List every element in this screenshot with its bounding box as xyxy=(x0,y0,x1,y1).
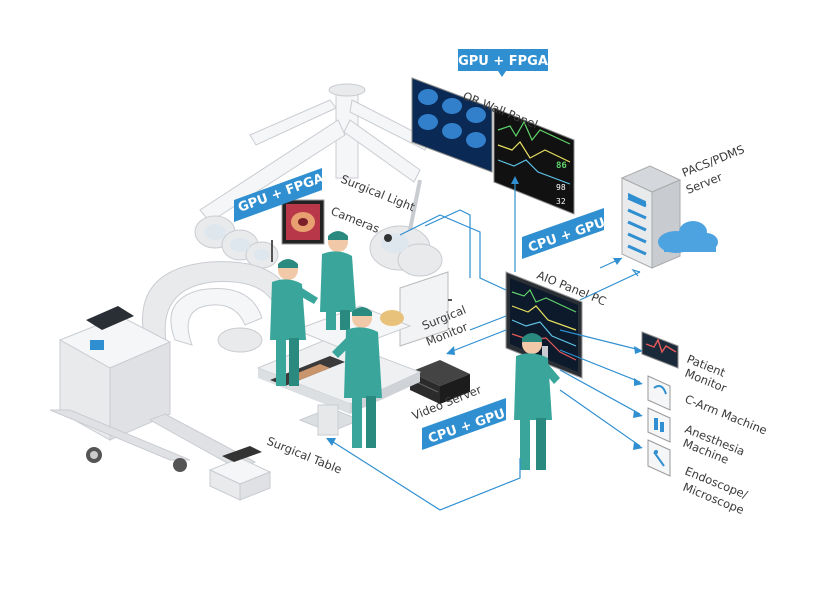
anesthesia-icon xyxy=(647,407,671,443)
surgical-light-label: Surgical Light xyxy=(339,172,418,215)
c-arm-machine xyxy=(49,261,293,501)
surgeon-middle xyxy=(320,231,356,330)
c-arm-icon xyxy=(647,375,671,411)
technician xyxy=(514,333,560,470)
pacs-server xyxy=(620,165,718,269)
camera-feed-display xyxy=(271,199,325,262)
wall-tag-text: GPU + FPGA xyxy=(458,54,548,69)
connection-lines xyxy=(329,180,641,511)
svg-text:86: 86 xyxy=(556,161,567,171)
surgeon-front xyxy=(332,307,382,448)
pulse-icon xyxy=(645,338,677,354)
patient-monitor-device xyxy=(641,331,679,369)
camera-icon xyxy=(384,234,392,242)
svg-text:98: 98 xyxy=(556,183,566,192)
svg-text:32: 32 xyxy=(556,197,566,206)
surgical-light-arm xyxy=(199,83,431,223)
connection-arrows xyxy=(326,176,643,450)
cloud-icon xyxy=(658,221,718,253)
surgeon-left xyxy=(270,259,318,386)
left-light-head xyxy=(194,215,279,269)
right-light-head xyxy=(369,179,443,277)
endoscope-icon xyxy=(647,439,671,477)
aio-tag: CPU + GPU xyxy=(522,208,607,259)
wall-panel-tag: GPU + FPGA xyxy=(458,49,548,77)
or-wall-panel: 86 98 32 xyxy=(411,77,575,215)
